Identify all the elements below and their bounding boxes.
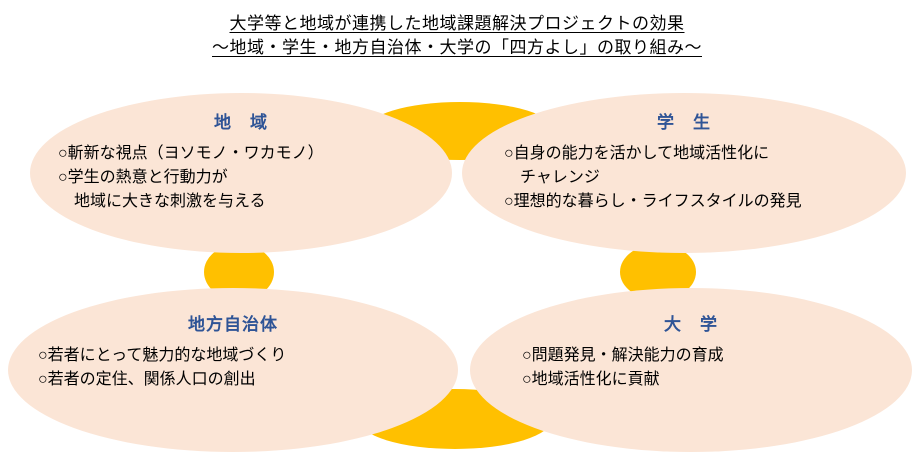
bubble-local-government: 地方自治体 ○若者にとって魅力的な地域づくり ○若者の定住、関係人口の創出 bbox=[8, 288, 458, 452]
bubble-region-header: 地 域 bbox=[214, 113, 268, 132]
bubble-student-body: ○自身の能力を活かして地域活性化に チャレンジ ○理想的な暮らし・ライフスタイル… bbox=[462, 142, 906, 214]
bubble-student-header: 学 生 bbox=[657, 113, 711, 132]
bubble-student: 学 生 ○自身の能力を活かして地域活性化に チャレンジ ○理想的な暮らし・ライフ… bbox=[462, 93, 906, 253]
bubble-local-government-header: 地方自治体 bbox=[188, 315, 278, 334]
title-line-2: ～地域・学生・地方自治体・大学の「四方よし」の取り組み～ bbox=[212, 38, 702, 57]
body-line: ○学生の熱意と行動力が bbox=[58, 169, 228, 186]
bubble-university-header: 大 学 bbox=[664, 315, 718, 334]
body-line: ○地域活性化に貢献 bbox=[522, 371, 660, 388]
diagram-title: 大学等と地域が連携した地域課題解決プロジェクトの効果 ～地域・学生・地方自治体・… bbox=[0, 12, 914, 60]
body-line: チャレンジ bbox=[504, 169, 600, 186]
body-line: ○自身の能力を活かして地域活性化に bbox=[504, 145, 770, 162]
body-line: ○若者の定住、関係人口の創出 bbox=[38, 371, 256, 388]
body-line: ○理想的な暮らし・ライフスタイルの発見 bbox=[504, 193, 802, 210]
bubble-region: 地 域 ○斬新な視点（ヨソモノ・ワカモノ） ○学生の熱意と行動力が 地域に大きな… bbox=[30, 93, 452, 253]
body-line: ○問題発見・解決能力の育成 bbox=[522, 347, 724, 364]
bubble-university: 大 学 ○問題発見・解決能力の育成 ○地域活性化に貢献 bbox=[470, 288, 912, 452]
body-line: ○若者にとって魅力的な地域づくり bbox=[38, 347, 287, 364]
bubble-region-body: ○斬新な視点（ヨソモノ・ワカモノ） ○学生の熱意と行動力が 地域に大きな刺激を与… bbox=[30, 142, 452, 214]
bubble-local-government-body: ○若者にとって魅力的な地域づくり ○若者の定住、関係人口の創出 bbox=[8, 344, 458, 392]
title-line-1: 大学等と地域が連携した地域課題解決プロジェクトの効果 bbox=[229, 14, 685, 33]
body-line: 地域に大きな刺激を与える bbox=[58, 193, 266, 210]
body-line: ○斬新な視点（ヨソモノ・ワカモノ） bbox=[58, 145, 324, 162]
bubble-university-body: ○問題発見・解決能力の育成 ○地域活性化に貢献 bbox=[470, 344, 912, 392]
